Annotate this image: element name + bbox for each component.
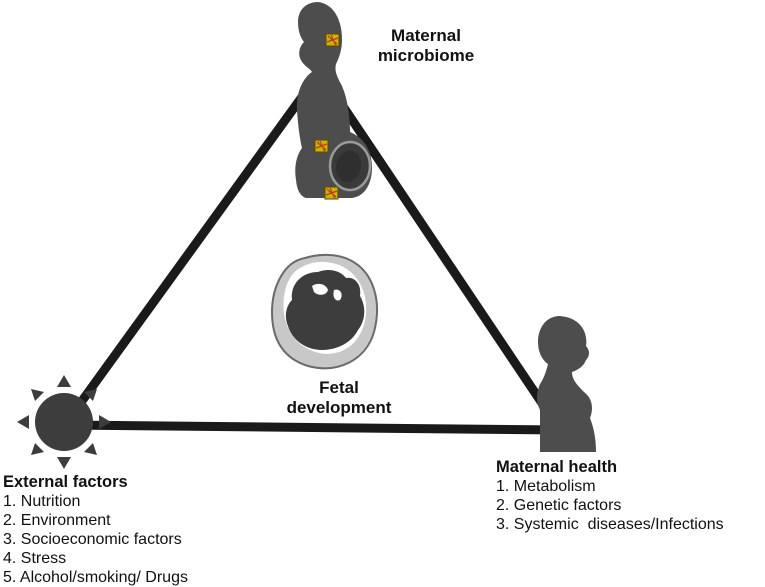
maternal-health-title: Maternal health: [496, 458, 618, 476]
fetal-development-line1: Fetal: [319, 378, 359, 397]
fetal-development-line2: development: [286, 398, 392, 417]
external-factors-title: External factors: [3, 473, 128, 491]
sun-icon: [17, 375, 111, 469]
maternal-microbiome-line2: microbiome: [377, 46, 475, 65]
pregnant-woman-icon: [295, 2, 372, 198]
external-factor-item: 3. Socioeconomic factors: [3, 531, 182, 548]
maternal-health-block: Maternal health 1. Metabolism 2. Genetic…: [496, 458, 724, 534]
external-factor-item: 1. Nutrition: [3, 493, 81, 510]
maternal-microbiome-line1: Maternal: [391, 26, 461, 45]
edge-left: [61, 67, 325, 428]
external-factors-block: External factors 1. Nutrition 2. Environ…: [3, 473, 188, 587]
fetus-in-womb-icon: [270, 253, 378, 370]
fetal-development-label: Fetal development: [262, 378, 416, 418]
external-factor-item: 4. Stress: [3, 550, 67, 567]
maternal-health-item: 3. Systemic diseases/Infections: [496, 516, 724, 533]
external-factor-item: 5. Alcohol/smoking/ Drugs: [3, 569, 188, 586]
microbe-icon: [314, 33, 340, 200]
maternal-health-item: 1. Metabolism: [496, 478, 596, 495]
external-factor-item: 2. Environment: [3, 512, 111, 529]
womb-in-mother-icon: [328, 140, 372, 192]
maternal-microbiome-label: Maternal microbiome: [364, 26, 488, 66]
woman-bust-icon: [537, 316, 596, 452]
edge-bottom: [61, 420, 565, 435]
triangle: [61, 67, 565, 435]
maternal-health-item: 2. Genetic factors: [496, 497, 622, 514]
edge-right: [315, 67, 565, 435]
